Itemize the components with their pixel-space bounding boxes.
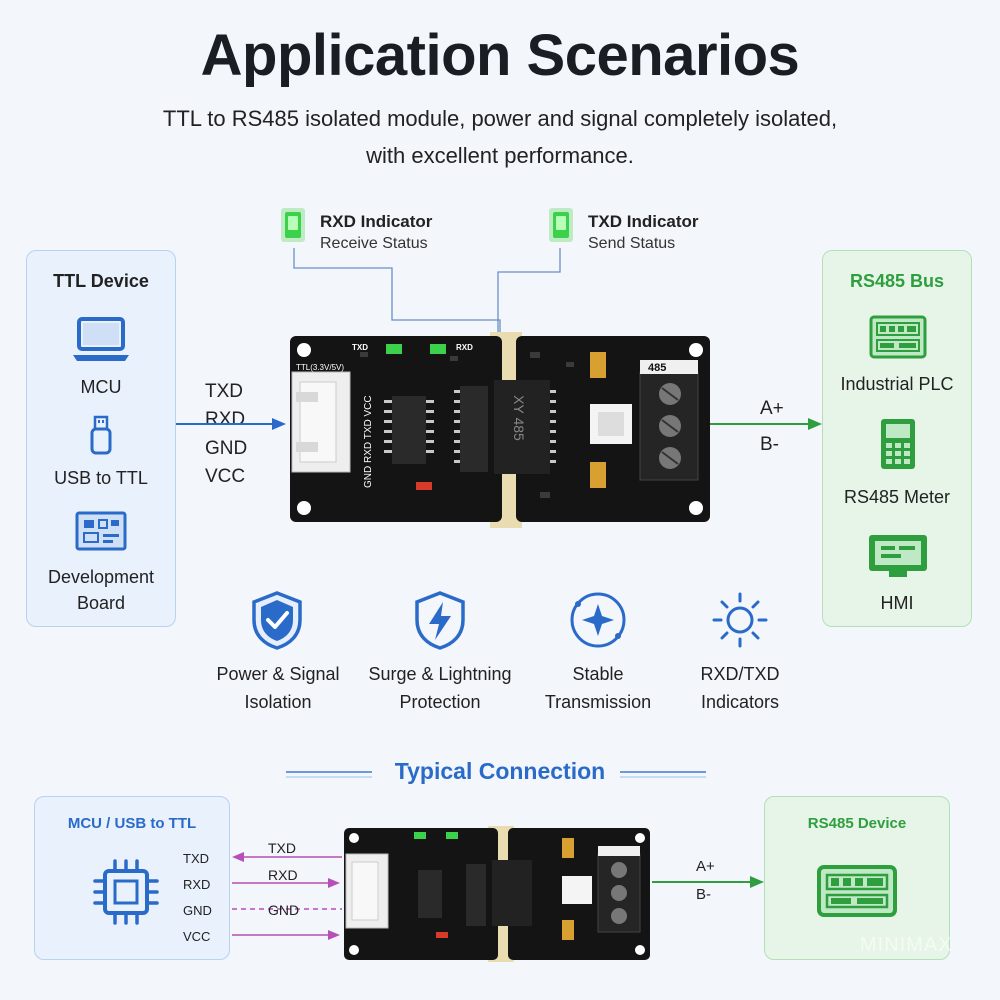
rxd-indicator-title: RXD Indicator: [320, 212, 433, 231]
feature-indicators-line2: Indicators: [700, 692, 780, 712]
hmi-icon: [867, 533, 929, 584]
signal-vcc: VCC: [205, 466, 246, 487]
rs485-module-board: [290, 332, 710, 528]
signal-txd: TXD: [205, 381, 243, 402]
feature-stable: Stable Transmission: [513, 660, 683, 716]
signal-a-plus: A+: [760, 398, 784, 419]
board-terminal-label: 485: [648, 362, 667, 374]
feature-isolation-line1: Power & Signal: [216, 664, 340, 684]
wire-label-txd: TXD: [268, 840, 296, 856]
ttl-arrow: [176, 418, 286, 430]
rs485-device-panel: RS485 Device: [764, 796, 950, 960]
rs485-item-meter: RS485 Meter: [843, 487, 951, 507]
cpu-chip-icon: [91, 857, 161, 932]
feature-indicators-line1: RXD/TXD: [700, 664, 780, 684]
typical-signal-a-plus: A+: [696, 858, 715, 875]
rs485-arrow: [710, 418, 822, 430]
board-chip-text: XY 485: [510, 395, 527, 441]
stable-star-icon: [568, 590, 628, 655]
txd-indicator-sub: Send Status: [588, 235, 676, 252]
page-title: Application Scenarios: [200, 23, 800, 88]
feature-stable-line2: Transmission: [544, 692, 652, 712]
mcu-pin-gnd: GND: [183, 903, 212, 918]
wire-label-rxd: RXD: [268, 867, 298, 883]
board-pins-label: GND RXD TXD VCC: [363, 395, 374, 488]
meter-icon: [879, 417, 917, 476]
rs485-device-icon: [815, 861, 899, 926]
sun-indicator-icon: [710, 590, 770, 655]
typical-connection-title: Typical Connection: [394, 758, 606, 784]
feature-surge-line2: Protection: [399, 692, 481, 712]
mcu-pin-txd: TXD: [183, 851, 209, 866]
rs485-bus-title: RS485 Bus: [849, 271, 945, 291]
ttl-item-board: Board: [76, 593, 126, 613]
txd-led-icon: [548, 206, 574, 251]
mcu-pin-rxd: RXD: [183, 877, 211, 892]
feature-indicators: RXD/TXD Indicators: [655, 660, 825, 716]
rxd-indicator-sub: Receive Status: [320, 235, 428, 252]
mcu-pin-vcc: VCC: [183, 929, 211, 944]
laptop-icon: [73, 317, 129, 368]
rxd-led-icon: [280, 206, 306, 251]
ttl-item-dev: Development: [47, 567, 155, 587]
shield-check-icon: [250, 590, 304, 655]
page-subtitle: TTL to RS485 isolated module, power and …: [0, 100, 1000, 174]
feature-surge: Surge & Lightning Protection: [355, 660, 525, 716]
typical-rs485-arrow: [652, 876, 764, 888]
usb-icon: [89, 415, 113, 460]
plc-icon: [869, 315, 927, 364]
shield-lightning-icon: [413, 590, 467, 655]
mcu-usb-panel: MCU / USB to TTL TXD RXD GND VCC: [34, 796, 230, 960]
board-ttl-label: TTL(3.3V/5V): [296, 363, 345, 372]
ttl-item-usb: USB to TTL: [54, 468, 148, 488]
feature-isolation-line2: Isolation: [244, 692, 312, 712]
callout-lines: [293, 248, 561, 346]
typical-wires: [232, 852, 342, 940]
rs485-item-hmi: HMI: [880, 593, 914, 613]
board-led-txd-label: TXD: [352, 343, 368, 352]
rs485-bus-panel: RS485 Bus Industrial PLC RS485 Meter: [822, 250, 972, 627]
feature-isolation: Power & Signal Isolation: [193, 660, 363, 716]
txd-indicator-title: TXD Indicator: [588, 212, 699, 231]
feature-surge-line1: Surge & Lightning: [368, 664, 512, 684]
wire-label-gnd: GND: [268, 902, 300, 918]
feature-stable-line1: Stable: [572, 664, 624, 684]
ttl-item-mcu: MCU: [80, 377, 122, 397]
typical-signal-b-minus: B-: [696, 886, 711, 903]
typical-divider-lines: [286, 771, 706, 778]
board-led-rxd-label: RXD: [456, 343, 473, 352]
mcu-usb-title: MCU / USB to TTL: [67, 815, 197, 832]
subtitle-line-1: TTL to RS485 isolated module, power and …: [162, 106, 838, 131]
watermark-text: MINIMAX: [860, 934, 953, 956]
rs485-device-title: RS485 Device: [807, 815, 907, 832]
signal-b-minus: B-: [760, 434, 779, 455]
signal-gnd: GND: [205, 438, 248, 459]
ttl-device-title: TTL Device: [53, 271, 149, 291]
dev-board-icon: [75, 511, 127, 556]
subtitle-line-2: with excellent performance.: [366, 143, 634, 168]
rs485-item-plc: Industrial PLC: [840, 374, 954, 394]
ttl-device-panel: TTL Device MCU USB to TTL Development Bo…: [26, 250, 176, 627]
rs485-module-board-small: [344, 826, 650, 962]
